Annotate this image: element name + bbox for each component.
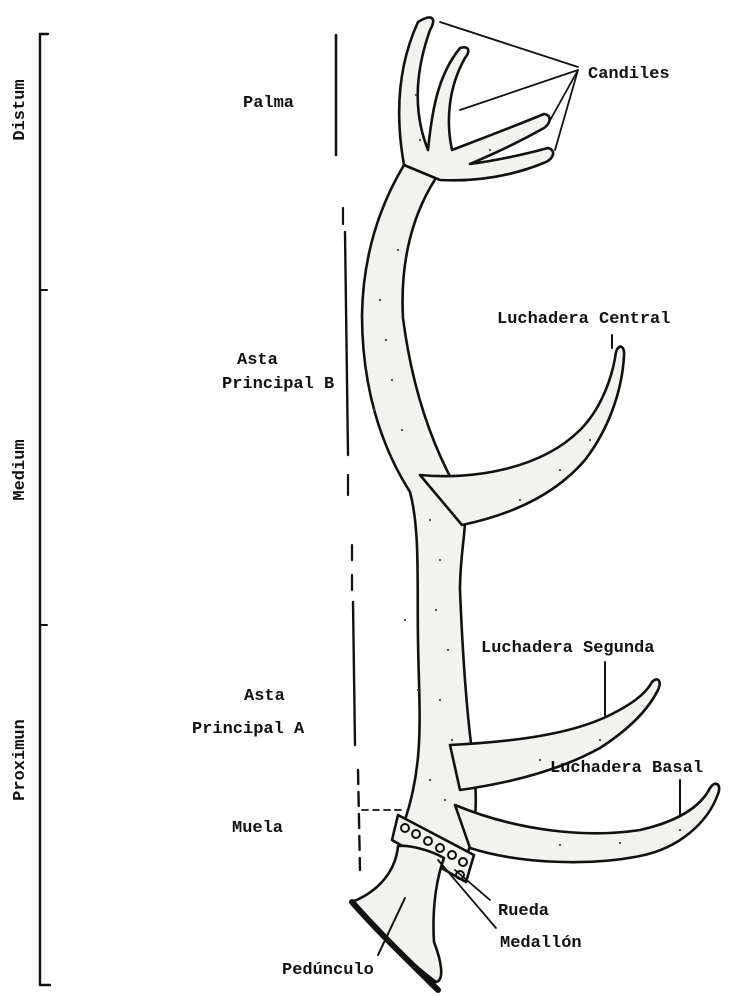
- luchadera-central: [420, 347, 624, 525]
- label-rueda: Rueda: [498, 902, 549, 921]
- label-medallon: Medallón: [500, 934, 582, 953]
- label-candiles: Candiles: [588, 65, 670, 84]
- label-luchadera-basal: Luchadera Basal: [550, 759, 703, 778]
- label-asta-principal-b-1: Asta: [237, 351, 278, 370]
- label-asta-principal-a-2: Principal A: [192, 720, 305, 739]
- region-label-proximun: Proximun: [11, 719, 30, 801]
- label-luchadera-segunda: Luchadera Segunda: [481, 639, 654, 658]
- region-label-distum: Distum: [11, 79, 30, 140]
- label-pedunculo: Pedúnculo: [282, 961, 374, 980]
- region-axis: [40, 34, 50, 985]
- label-asta-principal-b-2: Principal B: [222, 375, 334, 394]
- label-asta-principal-a-1: Asta: [244, 687, 285, 706]
- antler-illustration: [352, 17, 719, 990]
- label-luchadera-central: Luchadera Central: [497, 310, 670, 329]
- region-label-medium: Medium: [11, 439, 30, 500]
- palma-crown: [399, 17, 553, 180]
- label-muela: Muela: [232, 819, 283, 838]
- label-palma: Palma: [243, 94, 294, 113]
